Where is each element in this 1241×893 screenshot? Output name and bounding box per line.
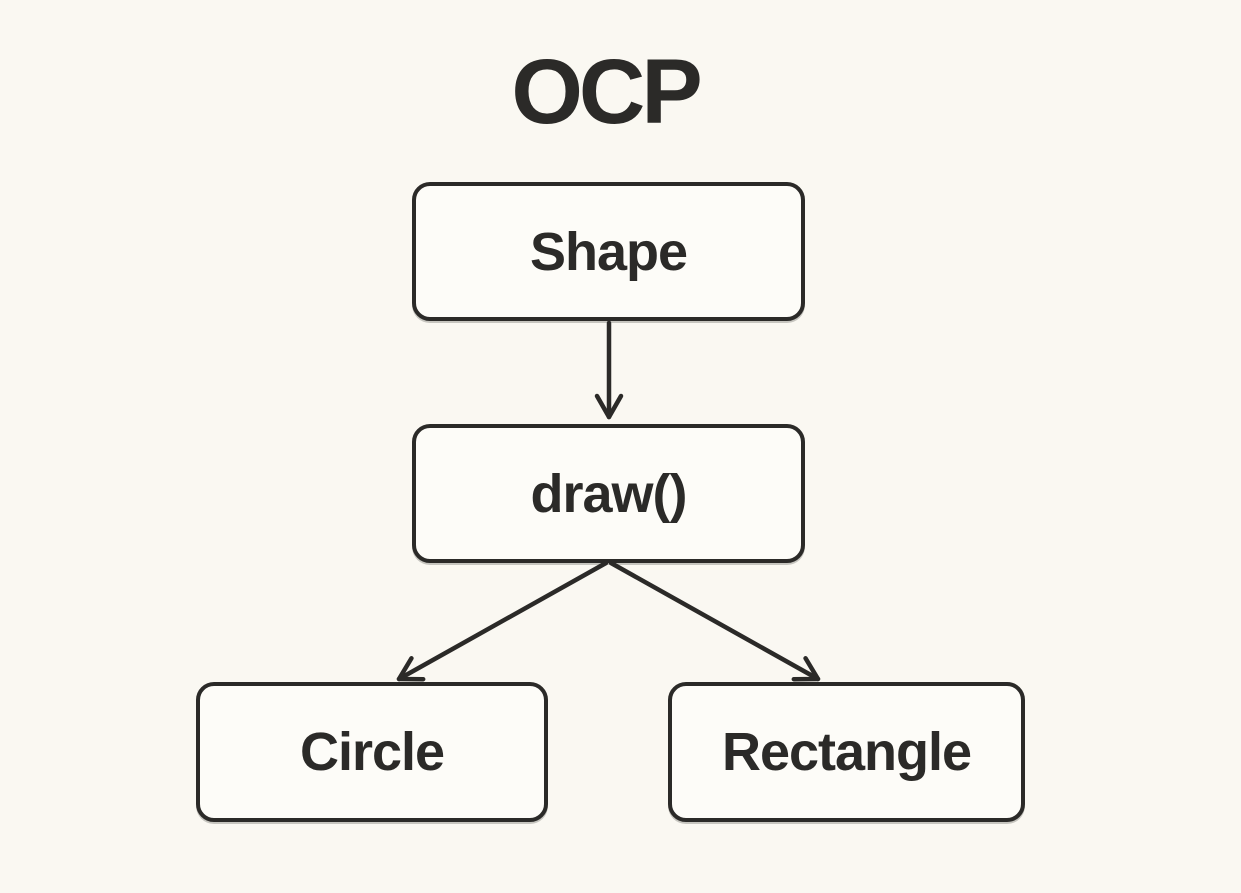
node-circle-label: Circle [299,722,445,782]
node-circle: Circle [196,682,548,822]
node-draw: draw() [412,424,805,563]
node-rectangle: Rectangle [668,682,1025,822]
node-shape: Shape [412,182,805,321]
node-draw-label: draw() [530,463,688,524]
diagram-title: OCP [511,41,702,143]
edge-draw-to-rectangle [608,560,821,682]
edge-draw-to-circle [396,560,609,682]
node-rectangle-label: Rectangle [721,722,972,782]
node-shape-label: Shape [529,221,688,282]
